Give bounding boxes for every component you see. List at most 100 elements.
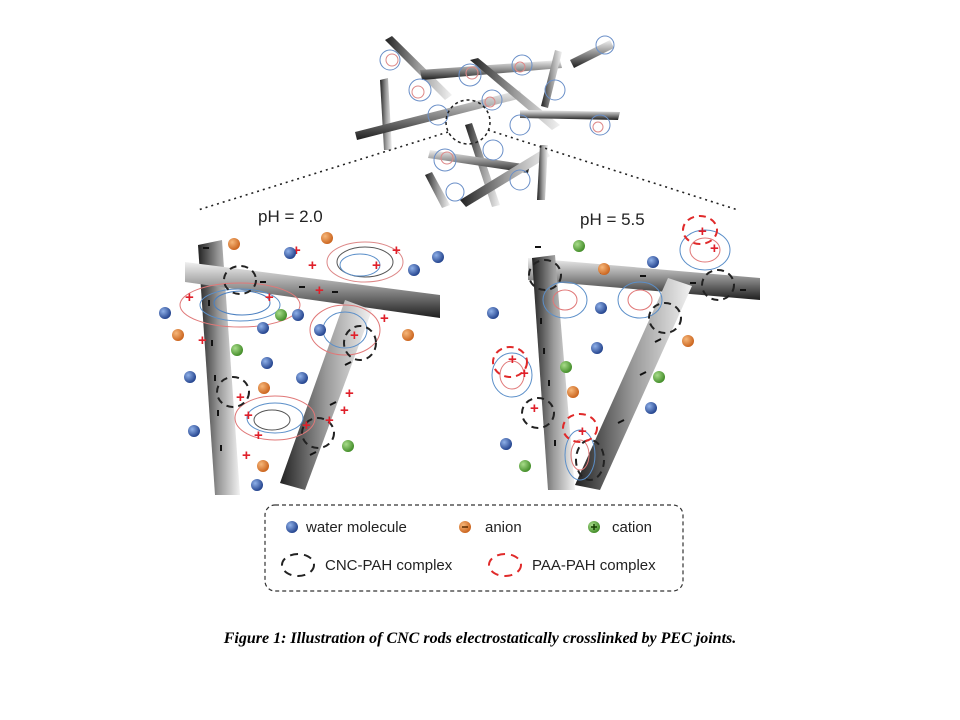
- polymer-tangle: [179, 282, 301, 328]
- right-cations: [519, 240, 665, 472]
- polymer-cluster: [482, 139, 504, 161]
- cnc-rod: [355, 90, 522, 140]
- cnc-rod: [541, 50, 562, 108]
- cation-icon: [231, 344, 243, 356]
- plus-sign: +: [308, 257, 317, 274]
- cnc-pah-ring: [343, 325, 377, 361]
- polymer-cluster: [411, 85, 425, 99]
- plus-sign: +: [530, 400, 539, 417]
- paa-pah-ring: [492, 346, 528, 378]
- water-molecule-icon: [500, 438, 512, 450]
- plus-sign: +: [392, 242, 401, 259]
- cnc-pah-ring: [575, 439, 605, 481]
- water-molecule-icon: [159, 307, 171, 319]
- cnc-rod: [460, 148, 550, 207]
- cnc-pah-ring: [648, 302, 682, 334]
- anion-icon: [258, 382, 270, 394]
- zoom-circle: [445, 99, 491, 145]
- polymer-cluster: [481, 89, 503, 111]
- cnc-rod: [575, 278, 692, 490]
- polymer-tangle: [542, 281, 588, 319]
- legend-water-label: water molecule: [305, 519, 407, 536]
- cnc-rod: [185, 262, 440, 318]
- polymer-tangle: [326, 241, 404, 283]
- legend-anion-label: anion: [485, 519, 522, 536]
- water-molecule-icon: [645, 402, 657, 414]
- polymer-tangle: [627, 289, 653, 311]
- minus-mark: [617, 419, 625, 424]
- plus-sign: +: [372, 257, 381, 274]
- water-molecule-icon: [251, 479, 263, 491]
- polymer-tangle: [617, 281, 663, 319]
- water-molecule-icon: [296, 372, 308, 384]
- water-molecule-icon: [487, 307, 499, 319]
- polymer-tangle: [570, 439, 590, 471]
- polymer-cluster: [509, 169, 531, 191]
- paa-pah-ring: [562, 413, 598, 443]
- polymer-cluster: [427, 104, 449, 126]
- right-minus-marks: [535, 246, 746, 446]
- paa-pah-ring: [682, 215, 718, 245]
- cnc-rod: [570, 40, 614, 68]
- water-molecule-icon: [432, 251, 444, 263]
- anion-icon: [402, 329, 414, 341]
- cnc-rod: [425, 172, 450, 208]
- plus-sign: +: [380, 310, 389, 327]
- water-molecule-icon: [188, 425, 200, 437]
- cnc-pah-ring: [701, 269, 735, 301]
- zoom-line-left: [197, 131, 449, 211]
- plus-sign: +: [244, 407, 253, 424]
- water-molecule-icon: [284, 247, 296, 259]
- plus-sign: +: [520, 365, 529, 382]
- plus-sign: +: [325, 412, 334, 429]
- water-molecule-icon: [314, 324, 326, 336]
- plus-sign: +: [698, 223, 707, 240]
- cnc-pah-ring: [301, 417, 335, 449]
- cnc-network: [197, 35, 739, 211]
- water-molecule-icon: [257, 322, 269, 334]
- polymer-tangle: [336, 246, 394, 278]
- polymer-cluster: [465, 66, 479, 80]
- polymer-tangle: [339, 253, 381, 277]
- water-molecule-icon: [595, 302, 607, 314]
- legend-cnc-pah-label: CNC-PAH complex: [325, 557, 453, 574]
- water-molecule-icon: [286, 521, 298, 533]
- cnc-pah-ring: [528, 259, 562, 291]
- water-molecule-icon: [292, 309, 304, 321]
- cnc-rod: [380, 78, 392, 150]
- plus-sign: +: [345, 385, 354, 402]
- polymer-tangle: [499, 360, 525, 390]
- left-ph-label: pH = 2.0: [258, 207, 323, 226]
- plus-sign: +: [315, 282, 324, 299]
- plus-sign: +: [236, 389, 245, 406]
- right-polymer-tangles: [491, 229, 731, 481]
- cnc-pah-ring: [223, 265, 257, 295]
- cnc-rod: [528, 258, 760, 300]
- right-water-molecules: [487, 256, 659, 450]
- cnc-pah-ring-icon: [281, 553, 315, 577]
- water-molecule-icon: [261, 357, 273, 369]
- polymer-tangle: [199, 288, 281, 322]
- plus-sign: +: [292, 242, 301, 259]
- paa-pah-ring-icon: [488, 553, 522, 577]
- polymer-cluster: [458, 63, 482, 87]
- network-rods: [355, 36, 620, 208]
- left-cnc-pah-complexes: [216, 265, 377, 449]
- zoom-line-right: [487, 129, 739, 211]
- polymer-tangle: [689, 237, 721, 263]
- polymer-tangle: [253, 409, 291, 431]
- cation-icon: [560, 361, 572, 373]
- plus-sign: +: [185, 289, 194, 306]
- plus-sign: +: [710, 240, 719, 257]
- polymer-tangle: [234, 395, 316, 441]
- left-anions: [172, 232, 414, 472]
- right-cnc-pah-complexes: [521, 259, 735, 481]
- plus-sign: +: [254, 427, 263, 444]
- plus-sign: +: [302, 417, 311, 434]
- cation-icon: [519, 460, 531, 472]
- anion-icon: [172, 329, 184, 341]
- polymer-cluster: [433, 148, 457, 172]
- right-panel: pH = 5.5 +: [487, 210, 760, 490]
- cation-icon: [573, 240, 585, 252]
